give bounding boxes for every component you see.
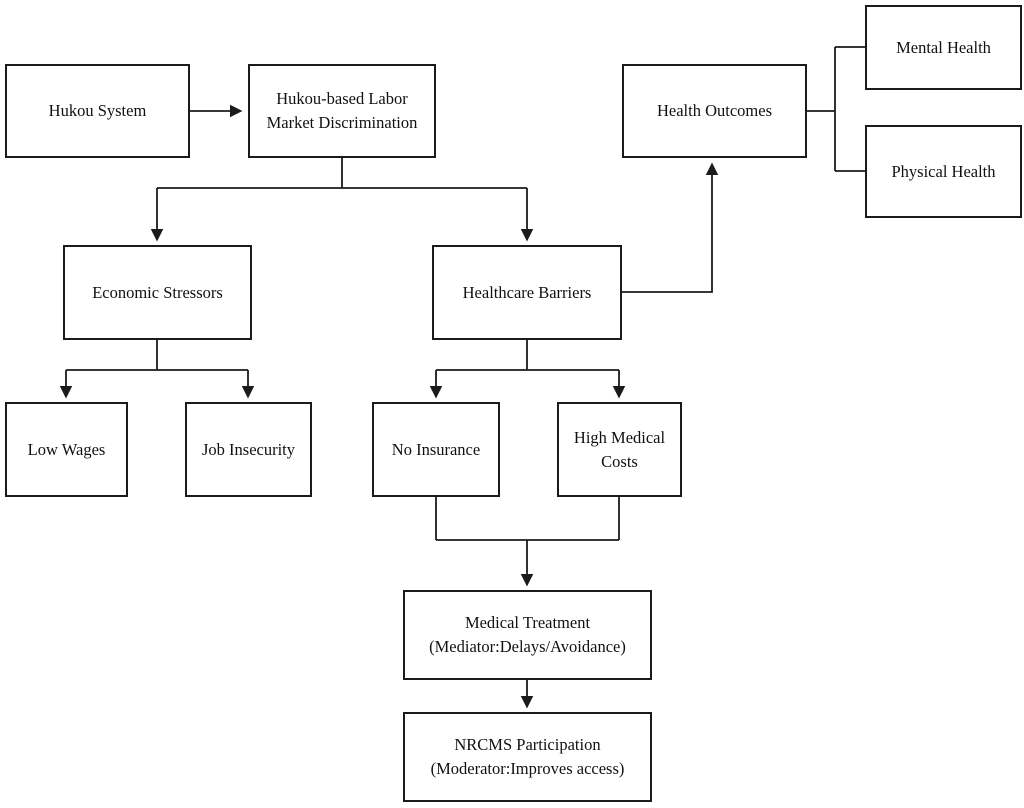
node-labor-discrimination: Hukou-based Labor Market Discrimination [248,64,436,158]
node-label: NRCMS Participation (Moderator:Improves … [430,735,625,778]
node-nrcms-participation: NRCMS Participation (Moderator:Improves … [403,712,652,802]
node-job-insecurity: Job Insecurity [185,402,312,497]
node-label: Low Wages [27,439,106,459]
node-hukou-system: Hukou System [5,64,190,158]
node-label: Economic Stressors [92,282,223,302]
node-medical-treatment: Medical Treatment (Mediator:Delays/Avoid… [403,590,652,680]
node-label: Mental Health [896,37,991,57]
node-label: No Insurance [391,439,481,459]
node-label: Hukou-based Labor Market Discrimination [266,89,418,132]
node-no-insurance: No Insurance [372,402,500,497]
edge-economic-split-stem [66,340,248,371]
node-label: Hukou System [48,101,147,121]
edge-merge-to-treatment-stem [435,497,620,541]
edge-labor-split-stem [157,158,527,189]
edge-barriers-split-stem [436,340,619,371]
node-label: Job Insecurity [201,439,296,459]
node-label: Healthcare Barriers [462,282,592,302]
node-label: Medical Treatment (Mediator:Delays/Avoid… [429,613,626,656]
edge-outcomes-bracket [807,46,865,172]
node-economic-stressors: Economic Stressors [63,245,252,340]
edge-barriers-to-outcomes [622,162,719,293]
node-label: High Medical Costs [573,427,666,471]
node-mental-health: Mental Health [865,5,1022,90]
node-low-wages: Low Wages [5,402,128,497]
node-health-outcomes: Health Outcomes [622,64,807,158]
node-physical-health: Physical Health [865,125,1022,218]
node-high-medical-costs: High Medical Costs [557,402,682,497]
node-label: Physical Health [891,161,996,181]
node-healthcare-barriers: Healthcare Barriers [432,245,622,340]
node-label: Health Outcomes [656,101,772,121]
